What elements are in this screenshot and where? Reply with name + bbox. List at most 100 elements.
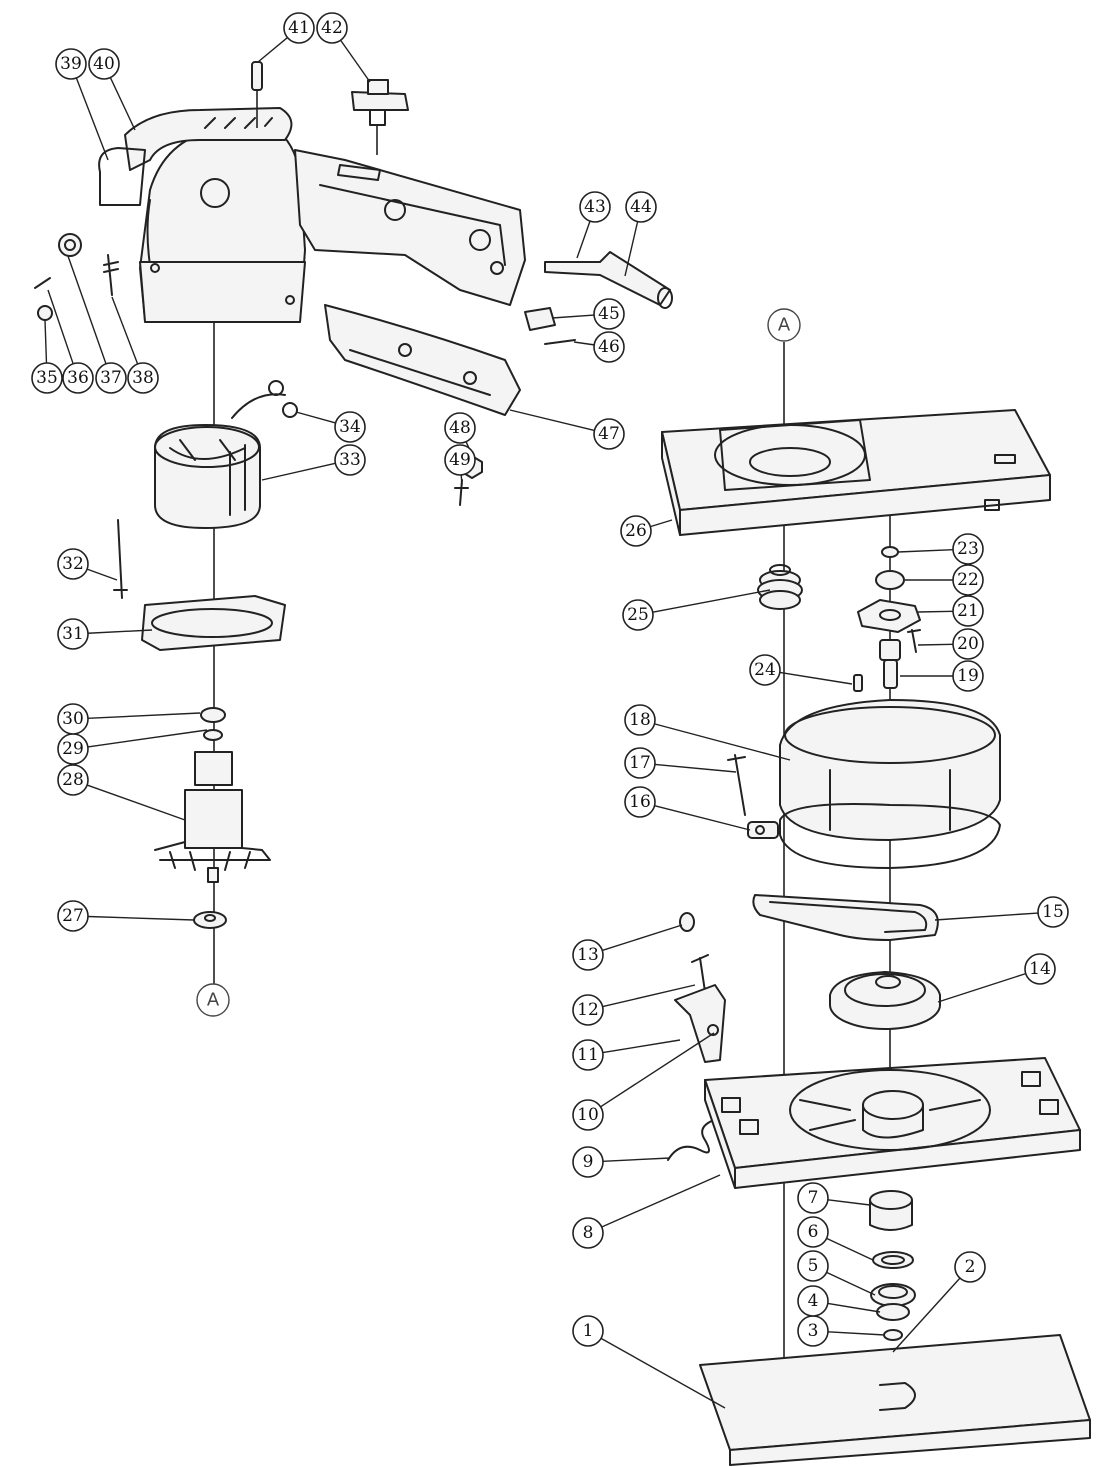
callout-leader bbox=[652, 589, 771, 613]
callout-18: 18 bbox=[624, 704, 791, 761]
callout-leader bbox=[47, 289, 74, 365]
callout-circle bbox=[572, 1039, 604, 1071]
callout-circle bbox=[624, 786, 656, 818]
callout-14: 14 bbox=[937, 953, 1056, 1003]
callout-circle bbox=[57, 703, 89, 735]
callout-35: 35 bbox=[31, 319, 63, 394]
callout-number: 30 bbox=[62, 709, 84, 729]
flange-screw bbox=[907, 629, 921, 653]
left-assembly: A bbox=[34, 61, 673, 1017]
callout-8: 8 bbox=[572, 1174, 721, 1249]
callout-leader bbox=[826, 1237, 874, 1261]
callout-32: 32 bbox=[57, 548, 118, 581]
cover-plate bbox=[324, 304, 521, 416]
callout-number: 34 bbox=[339, 417, 361, 437]
callout-10: 10 bbox=[572, 1032, 715, 1131]
callout-leader bbox=[75, 77, 109, 161]
lower-bearing-stack bbox=[869, 1190, 916, 1366]
callout-leader bbox=[654, 723, 791, 761]
callout-circle bbox=[572, 1146, 604, 1178]
bearing-ring bbox=[875, 570, 905, 590]
callout-15: 15 bbox=[934, 896, 1069, 928]
callout-number: 19 bbox=[957, 666, 979, 686]
base-frame bbox=[661, 409, 1051, 536]
callout-circle bbox=[572, 939, 604, 971]
lever-spring bbox=[667, 1117, 721, 1161]
callout-circle bbox=[31, 362, 63, 394]
callout-number: 1 bbox=[583, 1321, 594, 1341]
callout-39: 39 bbox=[55, 48, 109, 161]
reference-mark bbox=[196, 983, 230, 1017]
callout-46: 46 bbox=[573, 331, 625, 363]
callout-number: 13 bbox=[577, 945, 599, 965]
callout-leader bbox=[826, 1271, 876, 1296]
bushing-part bbox=[58, 233, 82, 257]
callout-34: 34 bbox=[295, 411, 366, 443]
armature-part bbox=[154, 751, 271, 883]
callout-circle bbox=[797, 1182, 829, 1214]
callout-circle bbox=[572, 1099, 604, 1131]
callout-circle bbox=[572, 1315, 604, 1347]
callout-circle bbox=[620, 515, 652, 547]
callout-16: 16 bbox=[624, 786, 751, 831]
callout-24: 24 bbox=[749, 654, 853, 686]
callout-47: 47 bbox=[509, 409, 625, 450]
callout-circle bbox=[954, 1251, 986, 1283]
callout-number: 9 bbox=[583, 1152, 594, 1172]
callout-leader bbox=[602, 1039, 681, 1054]
callout-circle bbox=[127, 362, 159, 394]
callout-leader bbox=[602, 1157, 671, 1162]
right-assembly: A bbox=[661, 308, 1091, 1466]
callout-number: 3 bbox=[808, 1321, 819, 1341]
callout-number: 15 bbox=[1042, 902, 1064, 922]
callout-leader bbox=[257, 37, 288, 63]
washer-part bbox=[881, 546, 899, 558]
callout-number: 28 bbox=[62, 770, 84, 790]
callout-circle bbox=[952, 564, 984, 596]
callout-number: 21 bbox=[957, 601, 979, 621]
callout-number: 24 bbox=[754, 660, 776, 680]
callout-23: 23 bbox=[897, 533, 984, 565]
callout-number: 11 bbox=[577, 1045, 599, 1065]
callout-circle bbox=[624, 747, 656, 779]
callout-44: 44 bbox=[624, 191, 657, 277]
callout-circle bbox=[444, 444, 476, 476]
callout-leader bbox=[340, 39, 371, 83]
callout-2: 2 bbox=[892, 1251, 986, 1353]
callout-number: 23 bbox=[957, 539, 979, 559]
carbon-screw bbox=[103, 254, 119, 296]
callout-leader bbox=[892, 1277, 961, 1353]
callout-leader bbox=[87, 629, 153, 634]
callout-leader bbox=[86, 784, 186, 821]
callout-circle bbox=[334, 411, 366, 443]
reference-mark bbox=[767, 308, 801, 342]
callout-38: 38 bbox=[111, 296, 159, 394]
pulley-part bbox=[829, 971, 941, 1030]
callout-leader bbox=[87, 712, 201, 719]
callout-leader bbox=[827, 1302, 881, 1313]
callout-circle bbox=[1037, 896, 1069, 928]
callout-22: 22 bbox=[905, 564, 984, 596]
callout-number: 46 bbox=[598, 337, 620, 357]
callout-41: 41 bbox=[257, 12, 315, 63]
callout-number: 32 bbox=[62, 554, 84, 574]
callout-leader bbox=[654, 805, 751, 831]
callout-number: 4 bbox=[808, 1291, 819, 1311]
callout-circle bbox=[797, 1250, 829, 1282]
handle-half bbox=[294, 149, 526, 306]
pad-plate bbox=[704, 1057, 1081, 1189]
stator-screw bbox=[113, 519, 128, 599]
callout-29: 29 bbox=[57, 729, 208, 765]
callout-number: 27 bbox=[62, 906, 84, 926]
callout-leader bbox=[509, 409, 595, 432]
lever-bracket bbox=[674, 984, 726, 1063]
callout-circle bbox=[316, 12, 348, 44]
callout-leader bbox=[67, 255, 107, 365]
callout-number: 8 bbox=[583, 1223, 594, 1243]
cord-sleeve bbox=[544, 251, 673, 309]
callout-leader bbox=[576, 220, 591, 259]
callout-number: 26 bbox=[625, 521, 647, 541]
callout-number: 33 bbox=[339, 450, 361, 470]
small-spring bbox=[34, 277, 51, 289]
callout-number: 14 bbox=[1029, 959, 1051, 979]
